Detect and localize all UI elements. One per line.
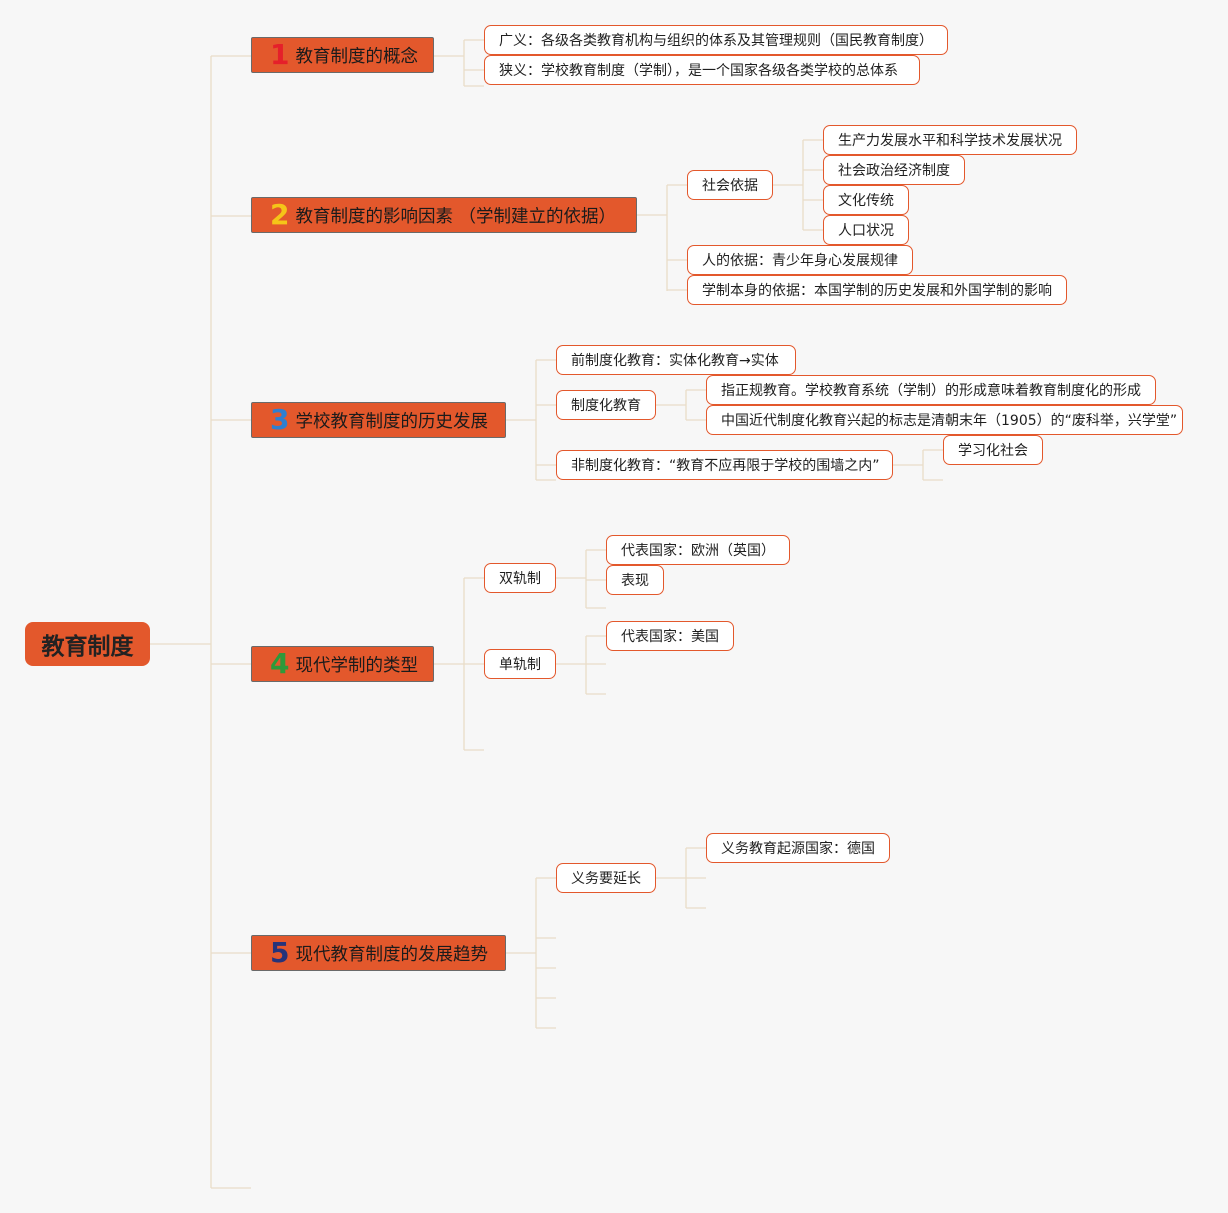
section-2-number: 2	[270, 198, 290, 231]
section-1-label: 教育制度的概念	[295, 46, 418, 67]
human-basis-label: 人的依据：青少年身心发展规律	[702, 253, 898, 269]
section-4-node[interactable]: 4 现代学制的类型	[251, 646, 434, 682]
section-3-number: 3	[270, 403, 290, 436]
learning-society-label: 学习化社会	[958, 443, 1028, 459]
institutional-item-node[interactable]: 指正规教育。学校教育系统（学制）的形成意味着教育制度化的形成	[706, 375, 1156, 405]
dual-track-item-node[interactable]: 代表国家：欧洲（英国）	[606, 535, 790, 565]
section-3-node[interactable]: 3 学校教育制度的历史发展	[251, 402, 506, 438]
non-institutional-node[interactable]: 非制度化教育：“教育不应再限于学校的围墙之内”	[556, 450, 893, 480]
dual-track-item-label: 代表国家：欧洲（英国）	[621, 543, 775, 559]
single-track-item-node[interactable]: 代表国家：美国	[606, 621, 734, 651]
single-track-label: 单轨制	[499, 657, 541, 673]
single-track-item-label: 代表国家：美国	[621, 629, 719, 645]
institutional-item-label: 中国近代制度化教育兴起的标志是清朝末年（1905）的“废科举，兴学堂”	[721, 413, 1178, 429]
system-basis-label: 学制本身的依据：本国学制的历史发展和外国学制的影响	[702, 283, 1052, 299]
dual-track-item-node[interactable]: 表现	[606, 565, 664, 595]
social-item-label: 社会政治经济制度	[838, 163, 950, 179]
section-2-label: 教育制度的影响因素 （学制建立的依据）	[295, 206, 617, 227]
section-1-node[interactable]: 1 教育制度的概念	[251, 37, 434, 73]
section-5-label: 现代教育制度的发展趋势	[295, 944, 488, 965]
social-item-node[interactable]: 文化传统	[823, 185, 909, 215]
human-basis-node[interactable]: 人的依据：青少年身心发展规律	[687, 245, 913, 275]
dual-track-item-label: 表现	[621, 573, 649, 589]
section-3-label: 学校教育制度的历史发展	[295, 411, 488, 432]
social-item-label: 人口状况	[838, 223, 894, 239]
social-item-label: 生产力发展水平和科学技术发展状况	[838, 133, 1062, 149]
compulsory-extension-label: 义务要延长	[571, 871, 641, 887]
section-1-number: 1	[270, 38, 290, 71]
dual-track-node[interactable]: 双轨制	[484, 563, 556, 593]
social-item-node[interactable]: 社会政治经济制度	[823, 155, 965, 185]
concept-narrow-node[interactable]: 狭义：学校教育制度（学制），是一个国家各级各类学校的总体系	[484, 55, 920, 85]
system-basis-node[interactable]: 学制本身的依据：本国学制的历史发展和外国学制的影响	[687, 275, 1067, 305]
social-item-node[interactable]: 人口状况	[823, 215, 909, 245]
institutional-node[interactable]: 制度化教育	[556, 390, 656, 420]
dual-track-label: 双轨制	[499, 571, 541, 587]
compulsory-origin-label: 义务教育起源国家：德国	[721, 841, 875, 857]
single-track-node[interactable]: 单轨制	[484, 649, 556, 679]
compulsory-extension-node[interactable]: 义务要延长	[556, 863, 656, 893]
social-basis-node[interactable]: 社会依据	[687, 170, 773, 200]
section-4-label: 现代学制的类型	[295, 655, 418, 676]
root-node[interactable]: 教育制度	[25, 622, 150, 666]
social-item-label: 文化传统	[838, 193, 894, 209]
institutional-item-label: 指正规教育。学校教育系统（学制）的形成意味着教育制度化的形成	[721, 383, 1141, 399]
section-5-node[interactable]: 5 现代教育制度的发展趋势	[251, 935, 506, 971]
non-institutional-label: 非制度化教育：“教育不应再限于学校的围墙之内”	[571, 458, 880, 474]
section-5-number: 5	[270, 936, 290, 969]
concept-narrow-label: 狭义：学校教育制度（学制），是一个国家各级各类学校的总体系	[499, 63, 898, 79]
institutional-item-node[interactable]: 中国近代制度化教育兴起的标志是清朝末年（1905）的“废科举，兴学堂”	[706, 405, 1183, 435]
root-label: 教育制度	[41, 634, 134, 660]
learning-society-node[interactable]: 学习化社会	[943, 435, 1043, 465]
pre-institutional-node[interactable]: 前制度化教育：实体化教育→实体	[556, 345, 796, 375]
social-item-node[interactable]: 生产力发展水平和科学技术发展状况	[823, 125, 1077, 155]
concept-broad-node[interactable]: 广义：各级各类教育机构与组织的体系及其管理规则（国民教育制度）	[484, 25, 948, 55]
social-basis-label: 社会依据	[702, 178, 758, 194]
concept-broad-label: 广义：各级各类教育机构与组织的体系及其管理规则（国民教育制度）	[499, 33, 933, 49]
compulsory-origin-node[interactable]: 义务教育起源国家：德国	[706, 833, 890, 863]
institutional-label: 制度化教育	[571, 398, 641, 414]
pre-institutional-label: 前制度化教育：实体化教育→实体	[571, 353, 779, 369]
section-4-number: 4	[270, 647, 290, 680]
section-2-node[interactable]: 2 教育制度的影响因素 （学制建立的依据）	[251, 197, 637, 233]
